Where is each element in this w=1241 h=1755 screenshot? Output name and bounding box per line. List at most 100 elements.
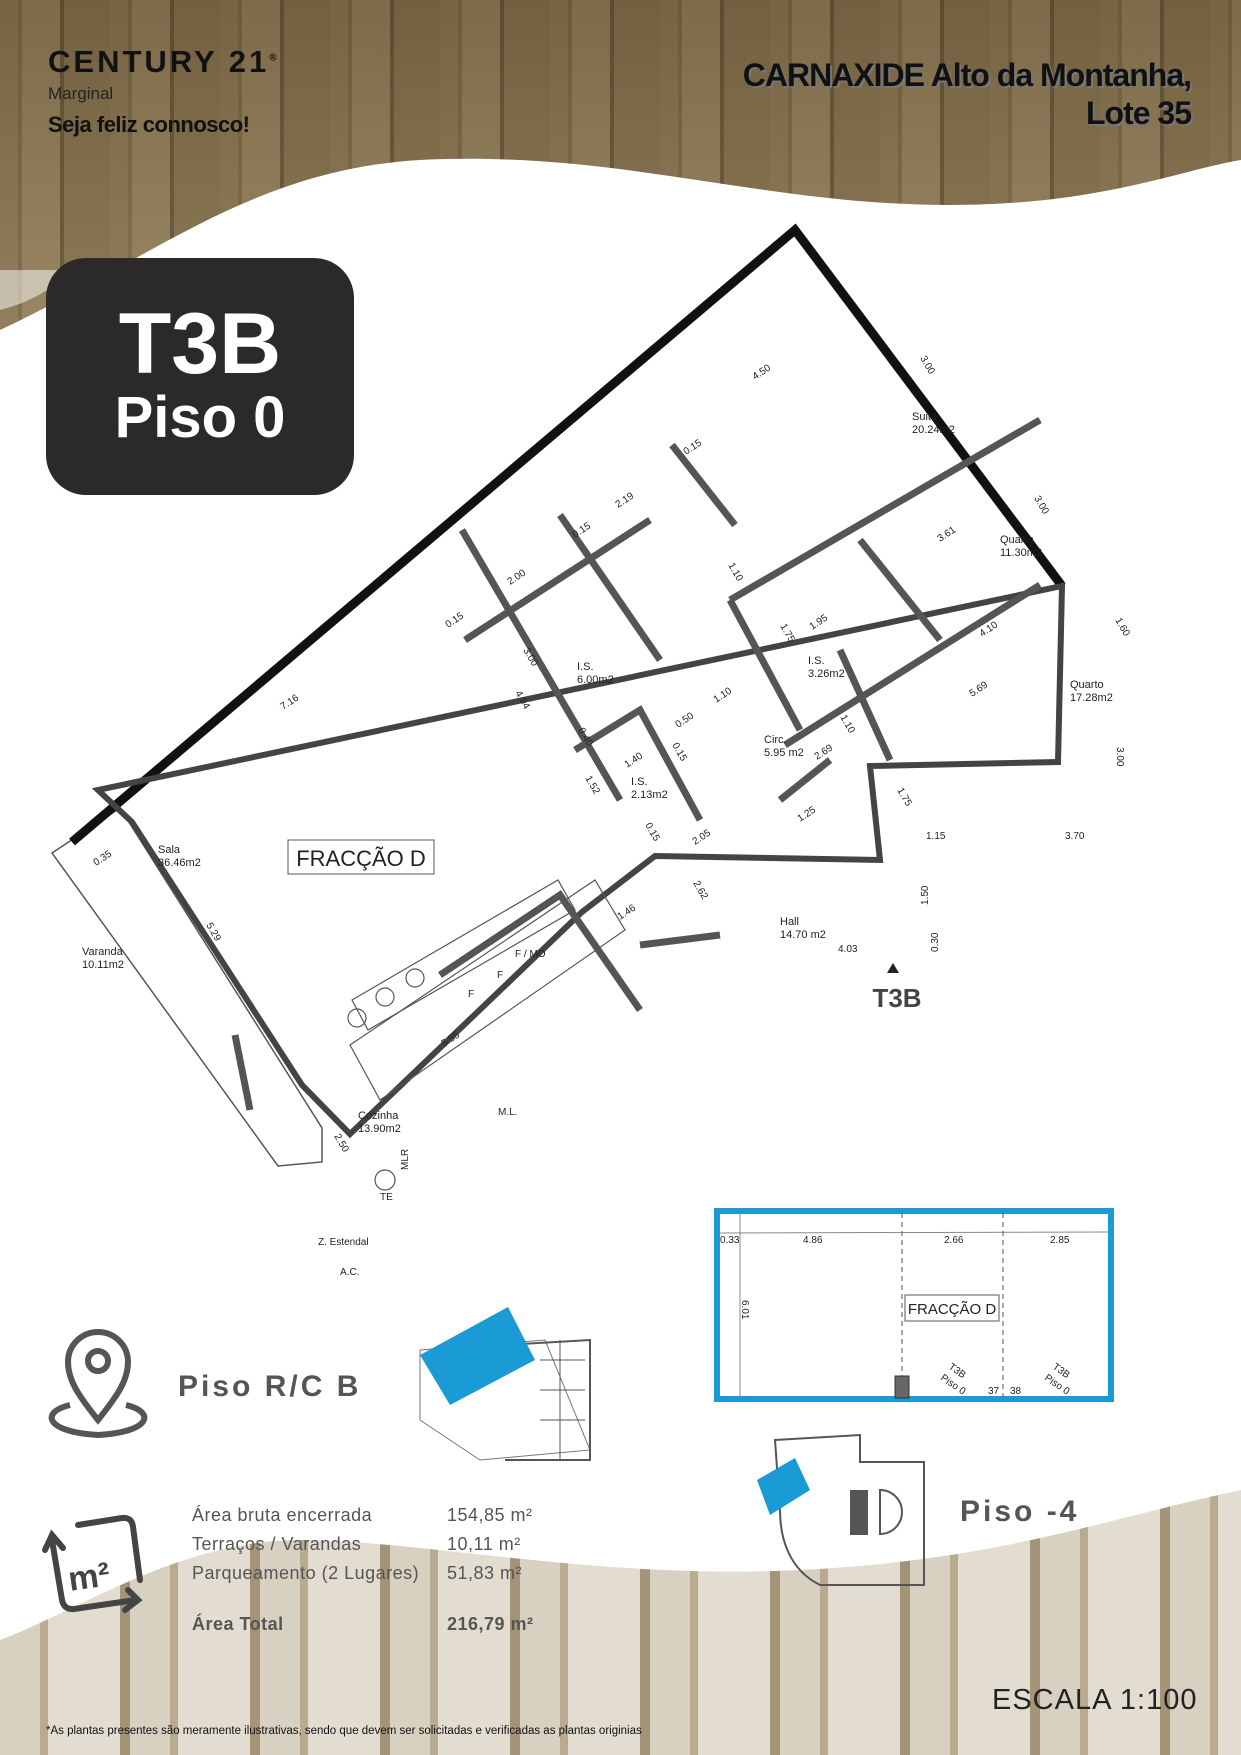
dim-label: 0.15 (669, 741, 688, 764)
dim-label: 1.52 (582, 774, 601, 797)
appliance-f-mo: F / MO (515, 949, 546, 960)
tagline: Seja feliz connosco! (48, 112, 250, 137)
entrance-label: T3B (872, 983, 921, 1013)
outer-walls (69, 223, 1066, 1139)
room-labels: Suite 20.24m2 Quarto 11.30m2 Quarto 17.2… (82, 411, 1113, 1278)
dim-label: 1.40 (623, 750, 646, 770)
dim-label: 0.15 (444, 610, 467, 630)
dim-label: 0.50 (674, 710, 697, 730)
dim-label: 0.15 (682, 437, 705, 457)
zone-ac: A.C. (340, 1267, 359, 1278)
room-hall-area: 14.70 m2 (780, 929, 826, 941)
entrance-marker: T3B (872, 963, 922, 1013)
area-total-value: 216,79 m² (447, 1614, 534, 1634)
area-m2-icon: m² (42, 1514, 143, 1613)
room-sala-name: Sala (158, 844, 181, 856)
dim-label: 0.30 (930, 932, 941, 952)
room-is-1-name: I.S. (577, 661, 594, 673)
century21-logo: CENTURY 21® (48, 44, 280, 80)
parking-dim: 0.33 (720, 1235, 740, 1246)
location-floor-label: Piso R/C B (178, 1370, 362, 1403)
parking-spot-number: 38 (1010, 1386, 1022, 1397)
registered-mark: ® (269, 52, 280, 64)
parking-dim: 4.86 (803, 1235, 823, 1246)
dim-label: 5.69 (968, 679, 991, 699)
dim-label: 3.00 (1031, 494, 1050, 517)
entrance-arrow-icon (887, 963, 899, 973)
area-label: Parqueamento (2 Lugares) (192, 1563, 420, 1583)
dim-label: 2.00 (506, 567, 529, 587)
disclaimer-note: *As plantas presentes são meramente ilus… (46, 1725, 642, 1737)
dim-label: 3.00 (520, 646, 539, 669)
title-line-1: CARNAXIDE Alto da Montanha, (742, 57, 1192, 93)
dim-label: 1.60 (1112, 616, 1131, 639)
parking-floor-label: Piso -4 (960, 1495, 1080, 1528)
parking-spot-number: 37 (988, 1386, 1000, 1397)
room-cozinha-name: Cozinha (358, 1110, 399, 1122)
appliance-mlr: MLR (400, 1149, 411, 1170)
brand-name: CENTURY 21 (48, 44, 270, 79)
zone-estendal: Z. Estendal (318, 1237, 369, 1248)
scale-label: ESCALA 1:100 (992, 1684, 1198, 1716)
dim-label: 2.19 (614, 490, 637, 510)
room-circ-name: Circ. (764, 734, 787, 746)
dim-label: 1.25 (796, 804, 819, 824)
room-varanda-area: 10.11m2 (82, 959, 124, 971)
dim-label: 1.10 (712, 685, 735, 705)
appliance-f-2: F (468, 989, 474, 1000)
dim-label: 1.75 (894, 786, 913, 809)
dim-label: 1.46 (616, 902, 639, 922)
parking-highlight (757, 1458, 810, 1515)
map-pin-icon (48, 1329, 148, 1439)
room-suite-name: Suite (912, 411, 937, 423)
dim-label: 3.70 (1065, 831, 1085, 842)
room-is-2-name: I.S. (808, 655, 825, 667)
area-label: Terraços / Varandas (192, 1534, 362, 1554)
area-value: 51,83 m² (447, 1563, 523, 1583)
area-total-row: Área Total 216,79 m² (192, 1614, 534, 1643)
interior-walls (231, 416, 1042, 1111)
title-line-2: Lote 35 (1085, 95, 1192, 131)
dim-label: 1.10 (725, 561, 744, 584)
room-cozinha-area: 13.90m2 (358, 1123, 401, 1135)
room-quarto-2-area: 17.28m2 (1070, 692, 1113, 704)
room-varanda-name: Varanda (82, 946, 124, 958)
dim-label: 3.00 (1114, 747, 1125, 767)
dim-label: 3.61 (936, 524, 959, 544)
room-quarto-1-area: 11.30m2 (1000, 547, 1042, 559)
key-plan-piso-4 (757, 1433, 925, 1586)
brand-block: CENTURY 21® Marginal Seja feliz connosco… (48, 44, 280, 138)
room-is-2-area: 3.26m2 (808, 668, 845, 680)
dim-label: 4.50 (751, 362, 774, 382)
key-plan-rc-b (419, 1307, 591, 1461)
dim-label: 1.15 (926, 831, 946, 842)
parking-dim: 2.85 (1050, 1235, 1070, 1246)
property-title: CARNAXIDE Alto da Montanha, Lote 35 (742, 56, 1192, 132)
parking-fraction-label: FRACÇÃO D (908, 1301, 997, 1318)
dim-label: 2.62 (690, 879, 709, 902)
dim-label: 3.00 (917, 354, 936, 377)
area-value: 10,11 m² (447, 1534, 521, 1554)
room-quarto-1-name: Quarto (1000, 534, 1034, 546)
svg-text:m²: m² (66, 1555, 112, 1598)
dim-label: 1.10 (837, 713, 856, 736)
room-quarto-2-name: Quarto (1070, 679, 1104, 691)
unit-badge: T3B Piso 0 (46, 258, 354, 495)
parking-dim: 2.66 (944, 1235, 964, 1246)
agency-name: Marginal (48, 84, 114, 103)
appliance-ml: M.L. (498, 1107, 517, 1118)
room-hall-name: Hall (780, 916, 799, 928)
room-circ-area: 5.95 m2 (764, 747, 804, 759)
area-total-label: Área Total (192, 1614, 284, 1634)
room-is-3-name: I.S. (631, 776, 648, 788)
dim-label: 0.35 (92, 848, 115, 868)
area-row: Parqueamento (2 Lugares) 51,83 m² (192, 1563, 534, 1592)
kitchen-counter (347, 879, 626, 1191)
fraction-label-box: FRACÇÃO D (287, 839, 435, 875)
dim-label: 7.16 (279, 692, 302, 712)
fraction-label: FRACÇÃO D (296, 846, 426, 871)
area-label: Área bruta encerrada (192, 1505, 373, 1525)
